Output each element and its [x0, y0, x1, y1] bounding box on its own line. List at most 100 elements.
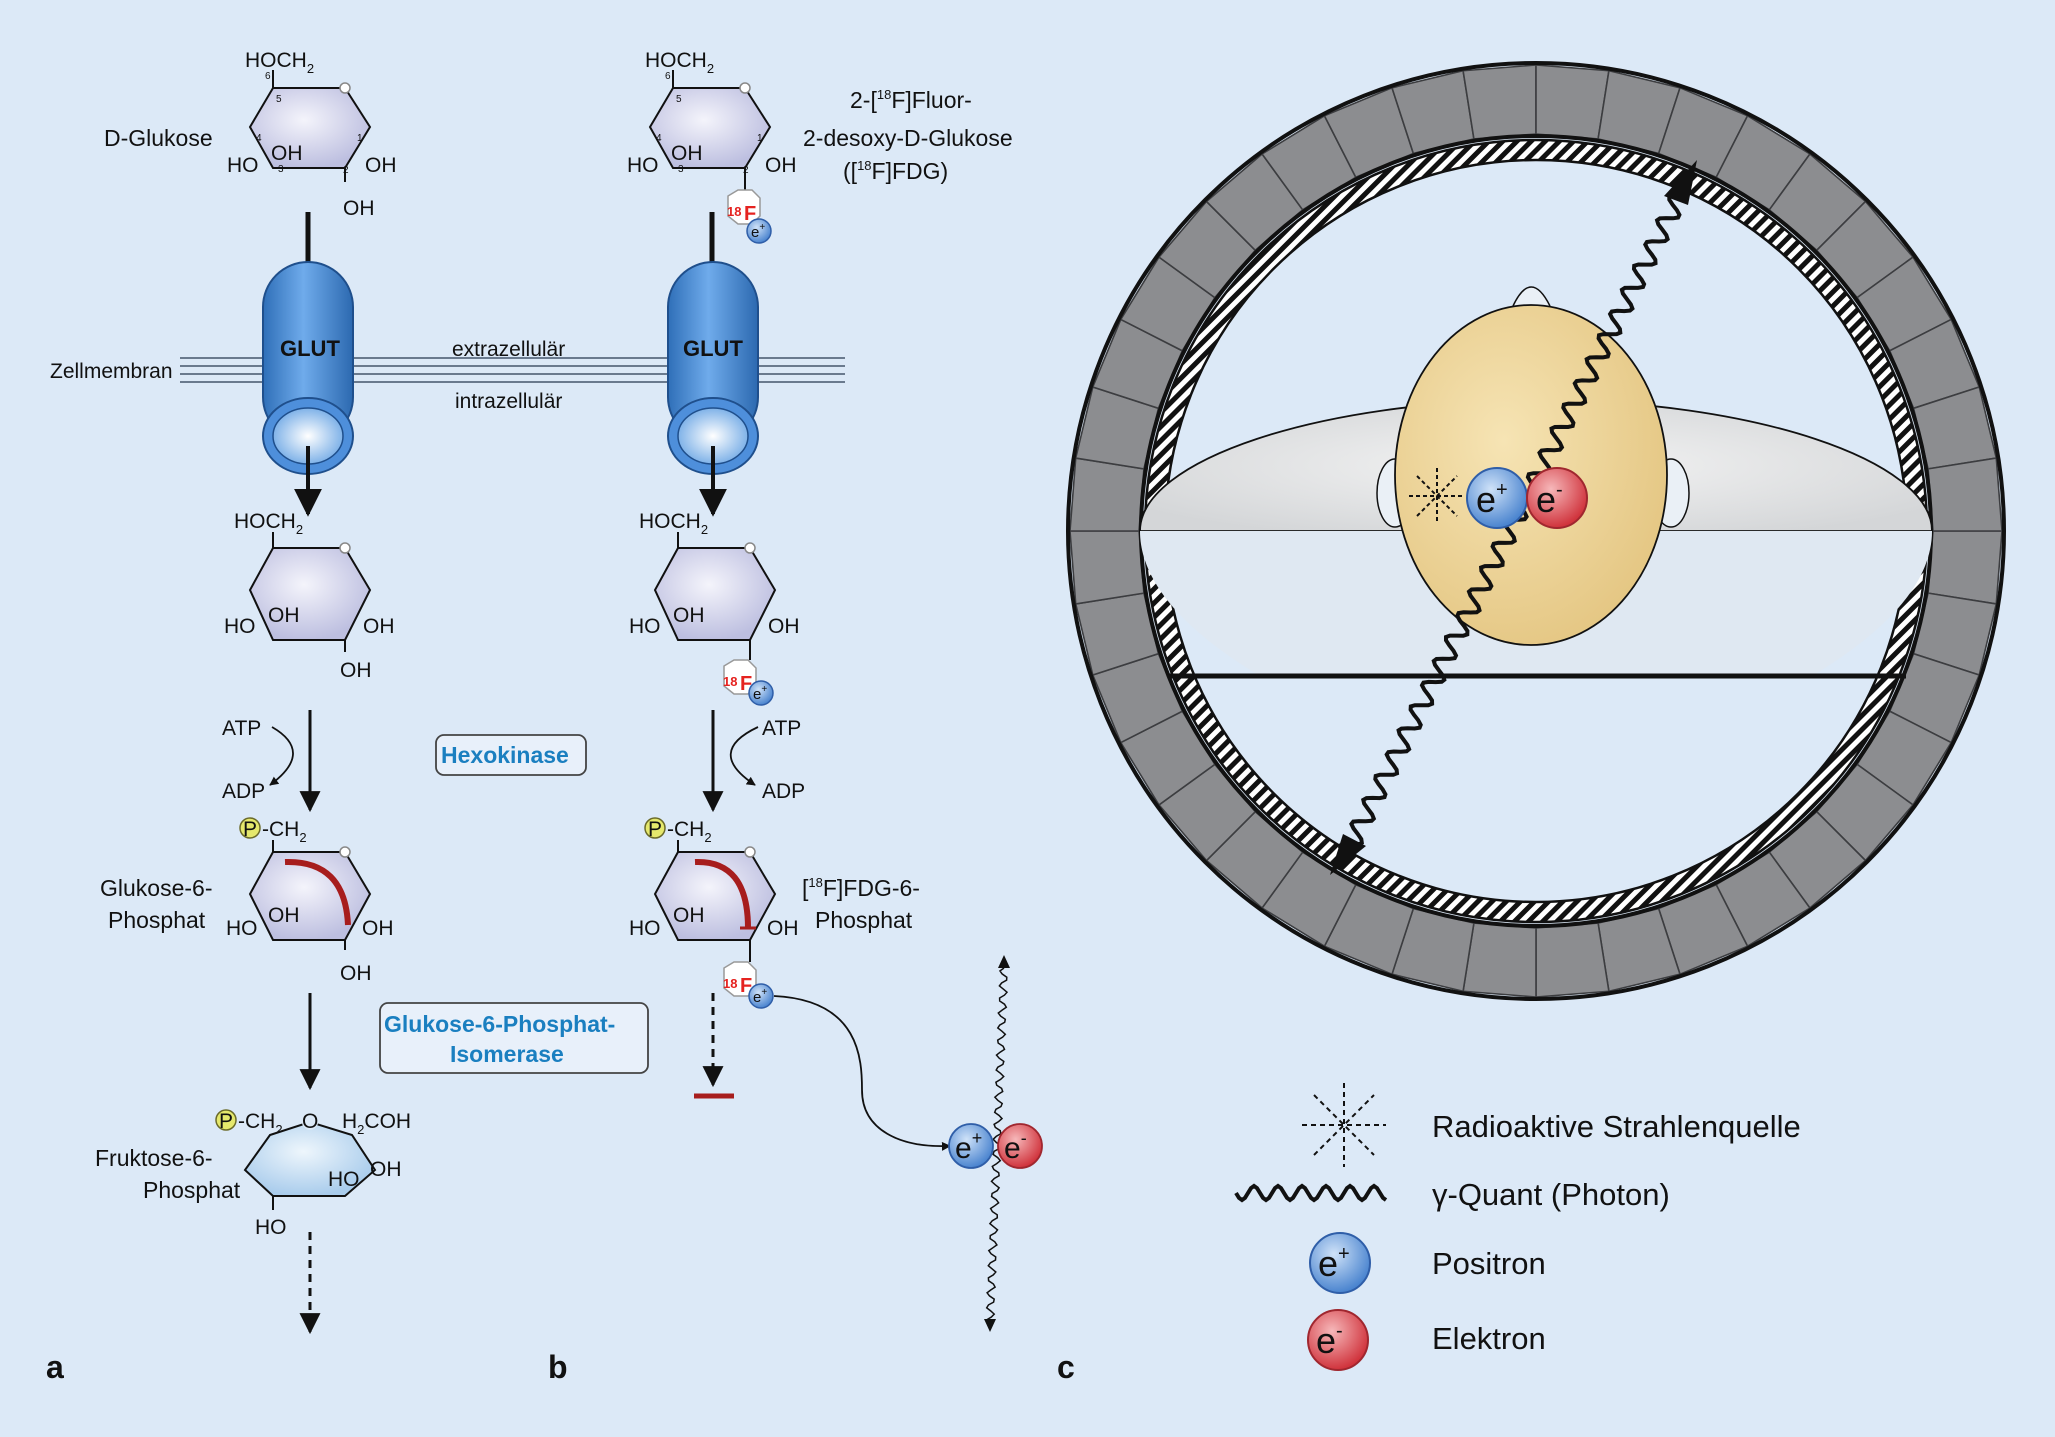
svg-text:Phosphat: Phosphat [815, 907, 913, 933]
annihilation-pair: e+ e- [948, 1123, 1043, 1169]
detector-segment [1462, 922, 1537, 998]
svg-text:Fruktose-6-: Fruktose-6- [95, 1145, 213, 1171]
column-b: 2-[18F]Fluor- 2-desoxy-D-Glukose ([18F]F… [548, 49, 1043, 1385]
positron-icon: e+ [746, 218, 772, 244]
svg-text:HO: HO [226, 917, 258, 940]
detector-segment [1462, 64, 1537, 140]
svg-text:HOCH2: HOCH2 [234, 510, 303, 537]
svg-text:HOCH2: HOCH2 [639, 510, 708, 537]
scanner-annihilation-pair: e+ e- [1466, 467, 1588, 529]
svg-text:HO: HO [255, 1216, 287, 1239]
svg-text:e+: e+ [1318, 1243, 1350, 1284]
glucose-intracellular: HOCH2 HO OH OH OH [224, 510, 395, 682]
svg-text:OH: OH [362, 917, 394, 940]
svg-text:ATP: ATP [222, 717, 261, 740]
legend-photon: γ-Quant (Photon) [1234, 1177, 1670, 1212]
svg-text:1: 1 [757, 133, 763, 144]
svg-text:HO: HO [227, 154, 259, 177]
svg-text:e-: e- [1536, 479, 1563, 520]
fluorine-18-icon: 18 F [723, 659, 757, 695]
svg-text:e-: e- [1004, 1128, 1027, 1165]
radioactive-source-icon [1409, 468, 1465, 524]
intracellular-label: intrazellulär [455, 390, 562, 413]
detector-segment [1535, 922, 1610, 998]
svg-text:OH: OH [363, 615, 395, 638]
enzyme-hexokinase: Hexokinase [435, 734, 587, 776]
panel-label-a: a [46, 1349, 64, 1385]
glucose-label: D-Glukose [104, 125, 213, 151]
svg-text:HO: HO [629, 917, 661, 940]
positron-icon [1309, 1232, 1371, 1294]
svg-text:3: 3 [278, 164, 284, 175]
svg-text:e+: e+ [753, 987, 767, 1006]
svg-text:18: 18 [727, 204, 741, 219]
svg-text:OH: OH [370, 1158, 402, 1181]
panel-label-b: b [548, 1349, 568, 1385]
svg-text:18: 18 [723, 976, 737, 991]
enzyme-isomerase: Glukose-6-Phosphat- Isomerase [379, 1002, 649, 1074]
svg-text:[18F]FDG-6-: [18F]FDG-6- [802, 875, 920, 901]
fdg-6-phosphate: [18F]FDG-6- Phosphat P -CH2 HO OH OH 18 … [629, 817, 920, 1009]
glut-transporter-b: GLUT [667, 261, 759, 475]
svg-text:HO: HO [629, 615, 661, 638]
glut-label-b: GLUT [683, 336, 743, 361]
detector-segment [1535, 64, 1610, 140]
fructose-6-phosphate: Fruktose-6- Phosphat P -CH2 O H2COH OH H… [95, 1109, 411, 1239]
svg-text:Glukose-6-: Glukose-6- [100, 875, 212, 901]
column-a: D-Glukose HOCH2 6 5 4 3 2 1 HO OH OH OH … [46, 49, 411, 1385]
legend-source-label: Radioaktive Strahlenquelle [1432, 1109, 1801, 1144]
legend-positron-label: Positron [1432, 1246, 1546, 1281]
positron-icon: e+ [748, 983, 774, 1009]
legend-electron: e- Elektron [1307, 1309, 1546, 1371]
hexokinase-step-b: ATP ADP [702, 710, 805, 813]
photon-wave-icon [1234, 1183, 1388, 1203]
pet-scanner: e+ e- [1066, 61, 2006, 1001]
svg-text:HO: HO [627, 154, 659, 177]
svg-text:e+: e+ [753, 684, 767, 703]
svg-text:ADP: ADP [762, 780, 805, 803]
svg-text:OH: OH [768, 615, 800, 638]
svg-text:Hexokinase: Hexokinase [441, 742, 569, 768]
svg-text:H2COH: H2COH [342, 1110, 411, 1137]
svg-text:18: 18 [723, 674, 737, 689]
fluorine-18-icon: 18 F [727, 189, 761, 225]
fdg-intracellular: HOCH2 HO OH OH 18 F e+ [629, 510, 800, 706]
svg-text:OH: OH [673, 904, 705, 927]
svg-text:OH: OH [268, 604, 300, 627]
detector-segment [1927, 530, 2003, 605]
svg-text:e+: e+ [1476, 479, 1508, 520]
svg-text:P: P [219, 1110, 233, 1133]
svg-text:OH: OH [765, 154, 797, 177]
panel-label-c: c [1057, 1349, 1075, 1385]
legend-photon-label: γ-Quant (Photon) [1432, 1177, 1670, 1212]
phosphate-icon [644, 817, 666, 839]
electron-icon [1307, 1309, 1369, 1371]
svg-text:Glukose-6-Phosphat-: Glukose-6-Phosphat- [384, 1011, 615, 1037]
svg-text:5: 5 [676, 94, 682, 105]
svg-text:2-desoxy-D-Glukose: 2-desoxy-D-Glukose [803, 125, 1013, 151]
svg-text:OH: OH [340, 659, 372, 682]
membrane-label: Zellmembran [50, 360, 173, 383]
svg-text:P: P [648, 818, 662, 841]
svg-text:1: 1 [357, 133, 363, 144]
svg-text:OH: OH [767, 917, 799, 940]
svg-text:6: 6 [665, 71, 671, 82]
glut-transporter-a: GLUT [262, 261, 354, 475]
svg-text:5: 5 [276, 94, 282, 105]
legend-positron: e+ Positron [1309, 1232, 1546, 1294]
svg-text:2-[18F]Fluor-: 2-[18F]Fluor- [850, 87, 972, 113]
glut-label-a: GLUT [280, 336, 340, 361]
positron-icon: e+ [748, 680, 774, 706]
svg-text:e+: e+ [955, 1128, 982, 1165]
svg-text:e-: e- [1316, 1320, 1343, 1361]
phosphate-icon [215, 1109, 237, 1131]
svg-text:Phosphat: Phosphat [108, 907, 206, 933]
svg-text:F: F [744, 203, 756, 225]
detector-ring [1069, 64, 2003, 998]
detector-segment [1069, 530, 1145, 605]
glucose-molecule: D-Glukose HOCH2 6 5 4 3 2 1 HO OH OH OH [104, 49, 397, 220]
svg-text:4: 4 [656, 133, 662, 144]
glucose-6-phosphate: Glukose-6- Phosphat P -CH2 HO OH OH OH [100, 817, 394, 985]
svg-text:OH: OH [268, 904, 300, 927]
svg-text:Phosphat: Phosphat [143, 1177, 241, 1203]
